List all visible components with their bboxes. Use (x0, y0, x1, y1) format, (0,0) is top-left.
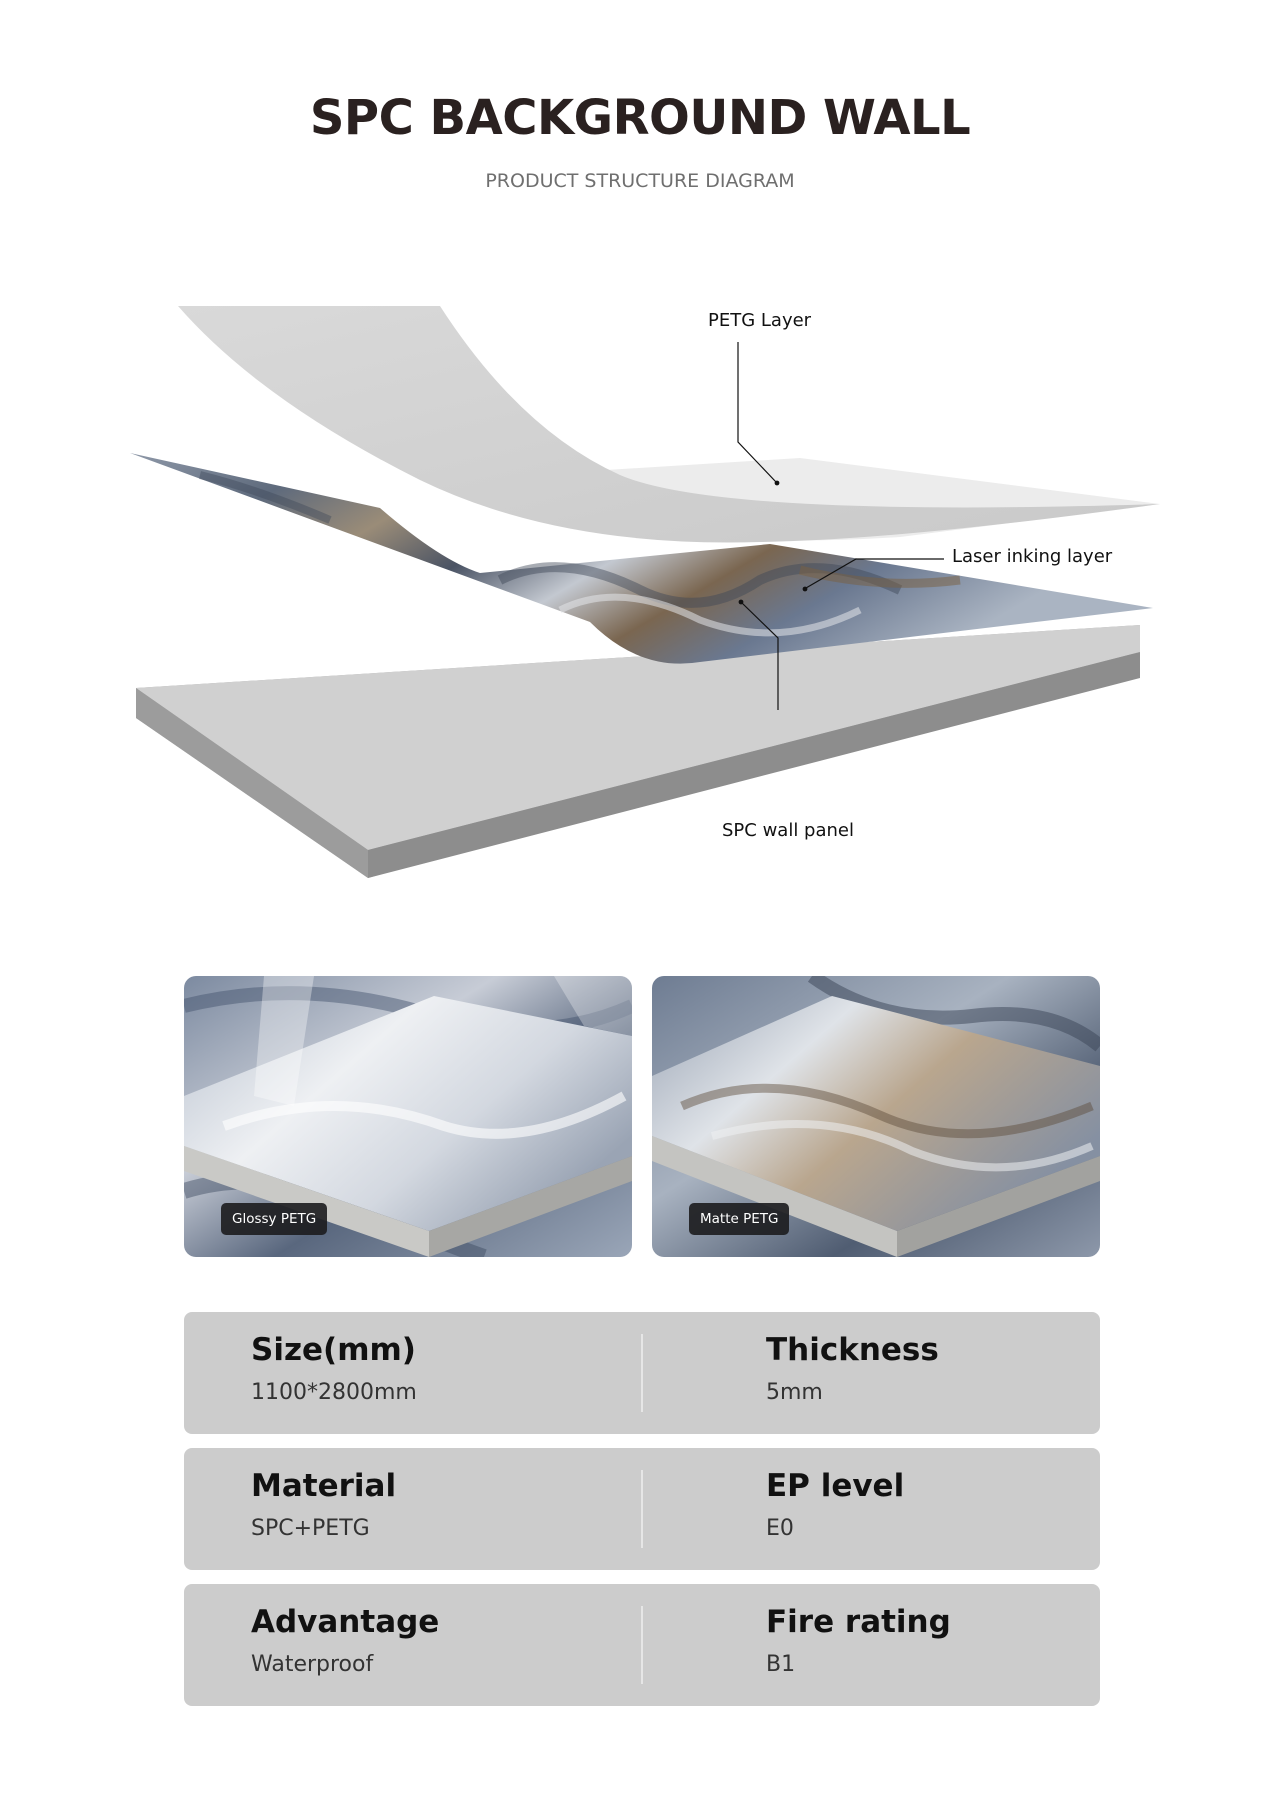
callout-leaders (737, 342, 944, 710)
spc-panel-label: SPC wall panel (722, 820, 854, 841)
page-subtitle: PRODUCT STRUCTURE DIAGRAM (485, 170, 795, 192)
spec-label: Fire rating (766, 1604, 951, 1640)
matte-sample-image: Matte PETG (652, 976, 1100, 1257)
matte-sample-tag: Matte PETG (689, 1203, 790, 1235)
spec-value: Waterproof (251, 1652, 374, 1677)
petg-dot (774, 480, 780, 486)
spec-value: SPC+PETG (251, 1516, 370, 1541)
spec-divider (641, 1606, 643, 1684)
spec-divider (641, 1470, 643, 1548)
glossy-sample-tag: Glossy PETG (221, 1203, 328, 1235)
structure-diagram: PETG Layer Laser inking layer SPC wall p… (0, 290, 1280, 910)
spec-value: 5mm (766, 1380, 823, 1405)
spec-label: EP level (766, 1468, 905, 1504)
spec-label: Thickness (766, 1332, 939, 1368)
spec-divider (641, 1334, 643, 1412)
spec-value: B1 (766, 1652, 796, 1677)
spec-row-advantage: Advantage Waterproof Fire rating B1 (184, 1584, 1100, 1706)
laser-inking-label: Laser inking layer (952, 546, 1113, 567)
petg-layer-label: PETG Layer (708, 310, 812, 331)
spec-label: Size(mm) (251, 1332, 416, 1368)
spec-value: 1100*2800mm (251, 1380, 417, 1405)
petg-layer-shape (178, 306, 1160, 543)
page-title: SPC BACKGROUND WALL (309, 90, 971, 146)
laser-dot (802, 586, 808, 592)
glossy-sample-image: Glossy PETG (184, 976, 632, 1257)
spec-row-size: Size(mm) 1100*2800mm Thickness 5mm (184, 1312, 1100, 1434)
panel-dot (738, 599, 744, 605)
laser-inking-shape (130, 453, 1153, 664)
spec-label: Advantage (251, 1604, 440, 1640)
spec-label: Material (251, 1468, 397, 1504)
spec-value: E0 (766, 1516, 794, 1541)
spec-row-material: Material SPC+PETG EP level E0 (184, 1448, 1100, 1570)
spc-panel-shape (136, 625, 1140, 878)
